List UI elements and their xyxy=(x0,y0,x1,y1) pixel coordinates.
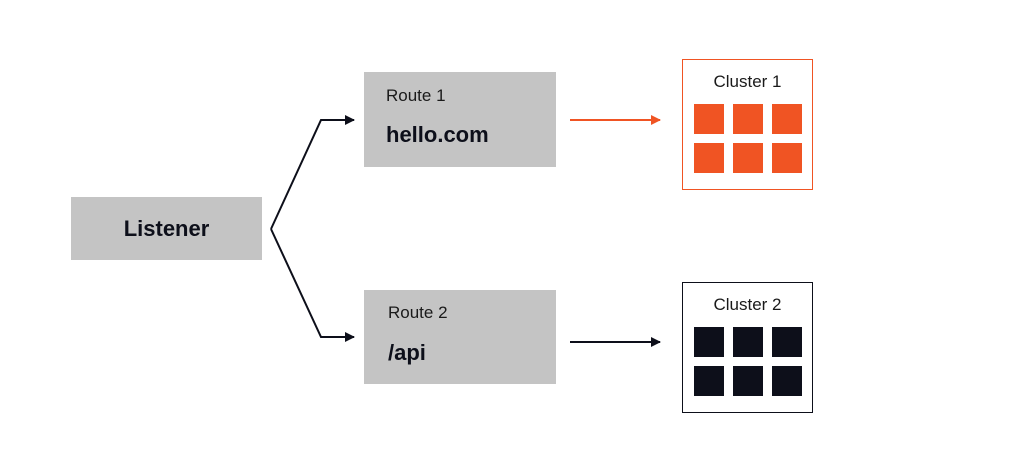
route-2-match: /api xyxy=(388,340,426,365)
endpoint-square xyxy=(694,327,724,357)
endpoint-square xyxy=(694,143,724,173)
endpoint-square xyxy=(772,327,802,357)
cluster-1-title: Cluster 1 xyxy=(713,72,782,91)
cluster-2-box: Cluster 2 xyxy=(682,282,813,413)
route-1-match: hello.com xyxy=(386,122,489,147)
endpoint-square xyxy=(772,143,802,173)
endpoint-square xyxy=(772,366,802,396)
listener-to-route2-connector xyxy=(270,228,355,342)
route-2-box: Route 2 /api xyxy=(364,290,556,384)
cluster-1-box: Cluster 1 xyxy=(682,59,813,190)
route-2-name: Route 2 xyxy=(388,303,448,322)
endpoint-square xyxy=(772,104,802,134)
listener-to-route1-connector xyxy=(270,115,355,230)
listener-label: Listener xyxy=(123,215,210,241)
cluster-2-endpoints xyxy=(694,327,802,397)
endpoint-square xyxy=(733,366,763,396)
endpoint-square xyxy=(694,104,724,134)
listener-box: Listener xyxy=(71,197,262,260)
cluster-2-title: Cluster 2 xyxy=(713,295,782,314)
endpoint-square xyxy=(733,104,763,134)
endpoint-square xyxy=(694,366,724,396)
route-1-name: Route 1 xyxy=(386,86,446,105)
endpoint-square xyxy=(733,143,763,173)
cluster-1-endpoints xyxy=(694,104,802,174)
endpoint-square xyxy=(733,327,763,357)
route-1-box: Route 1 hello.com xyxy=(364,72,556,167)
